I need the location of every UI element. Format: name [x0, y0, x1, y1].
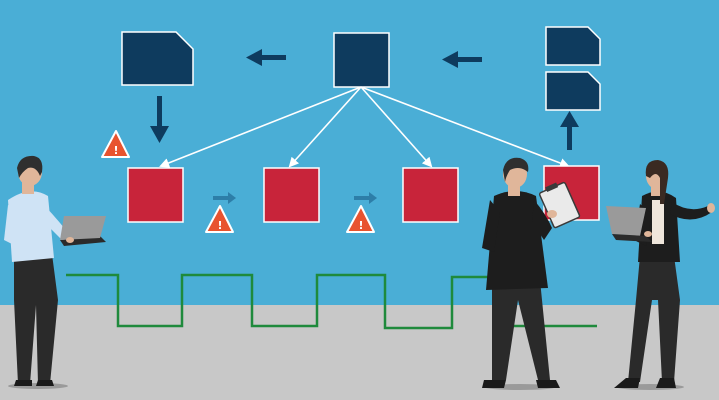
warning-glyph: !: [358, 219, 363, 232]
step-box-2: [263, 167, 320, 223]
arrow-icon-left-2: [442, 51, 482, 68]
arrow-icon-up: [560, 111, 579, 150]
document-icon-stack-top: [545, 26, 601, 66]
person-right-with-laptop: [606, 160, 715, 390]
arrow-icon-small-2: [354, 192, 377, 204]
warning-triangle-icon-3: !: [346, 205, 375, 233]
arrow-icon-left-1: [246, 49, 286, 66]
connector-lines: [159, 86, 570, 168]
person-center-with-clipboard: [482, 157, 581, 390]
warning-glyph: !: [113, 144, 118, 157]
step-box-1: [127, 167, 184, 223]
document-icon-stack-bottom: [545, 71, 601, 111]
warning-triangle-icon-1: !: [101, 130, 130, 158]
warning-glyph: !: [217, 219, 222, 232]
document-box-top-left: [121, 31, 194, 86]
person-left-with-laptop: [4, 155, 106, 389]
floor-background: [0, 305, 719, 400]
step-box-3: [402, 167, 459, 223]
arrow-icon-small-1: [213, 192, 236, 204]
warning-triangle-icon-2: !: [205, 205, 234, 233]
arrow-icon-down: [150, 96, 169, 143]
signal-waveform: [66, 273, 597, 330]
source-box-top-center: [333, 32, 390, 88]
